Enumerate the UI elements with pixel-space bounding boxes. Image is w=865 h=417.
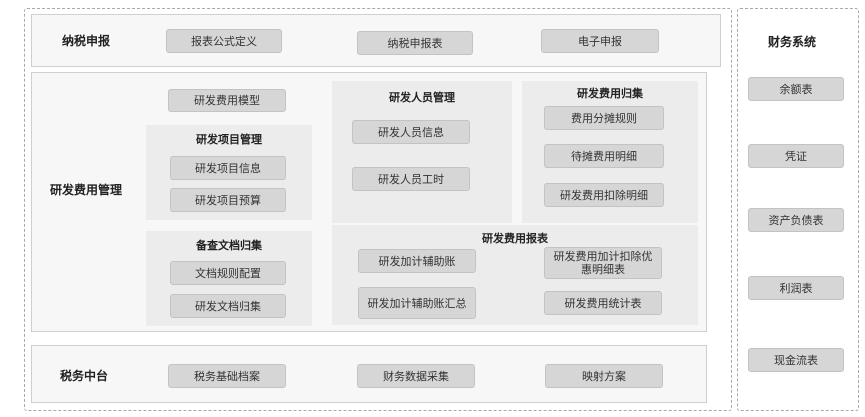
- project-mgmt-title: 研发项目管理: [196, 133, 262, 146]
- collection-panel: 研发费用归集 费用分摊规则 待摊费用明细 研发费用扣除明细: [522, 81, 698, 223]
- tax-platform-band: 税务中台 税务基础档案 财务数据采集 映射方案: [31, 345, 707, 403]
- allocation-rule-button[interactable]: 费用分摊规则: [544, 106, 664, 130]
- tax-filing-band: 纳税申报 报表公式定义 纳税申报表 电子申报: [31, 14, 721, 67]
- tax-archive-button[interactable]: 税务基础档案: [168, 364, 286, 388]
- rd-model-button[interactable]: 研发费用模型: [168, 89, 286, 112]
- tax-return-button[interactable]: 纳税申报表: [357, 31, 473, 55]
- income-statement-button[interactable]: 利润表: [748, 276, 844, 300]
- deduction-detail-button[interactable]: 研发费用扣除明细: [544, 183, 664, 207]
- finance-system-frame: [737, 8, 859, 411]
- bonus-ledger-button[interactable]: 研发加计辅助账: [358, 249, 476, 273]
- archive-panel: 备查文档归集 文档规则配置 研发文档归集: [146, 231, 312, 326]
- rd-management-band: 研发费用管理 研发费用模型 研发项目管理 研发项目信息 研发项目预算 备查文档归…: [31, 72, 707, 332]
- pending-expense-button[interactable]: 待摊费用明细: [544, 144, 664, 168]
- mapping-scheme-button[interactable]: 映射方案: [545, 364, 663, 388]
- cash-flow-button[interactable]: 现金流表: [748, 348, 844, 372]
- project-info-button[interactable]: 研发项目信息: [170, 156, 286, 180]
- balance-sheet-button[interactable]: 资产负债表: [748, 208, 844, 232]
- rd-management-label: 研发费用管理: [50, 183, 123, 197]
- rd-statistics-button[interactable]: 研发费用统计表: [544, 291, 662, 315]
- personnel-hours-button[interactable]: 研发人员工时: [352, 167, 470, 191]
- report-formula-button[interactable]: 报表公式定义: [166, 29, 282, 53]
- doc-collect-button[interactable]: 研发文档归集: [170, 294, 286, 318]
- e-filing-button[interactable]: 电子申报: [541, 29, 659, 53]
- bonus-ledger-summary-button[interactable]: 研发加计辅助账汇总: [358, 287, 476, 319]
- reports-panel: 研发费用报表 研发加计辅助账 研发费用加计扣除优惠明细表 研发加计辅助账汇总 研…: [332, 225, 698, 325]
- tax-platform-label: 税务中台: [60, 369, 109, 383]
- project-mgmt-panel: 研发项目管理 研发项目信息 研发项目预算: [146, 125, 312, 220]
- tax-filing-label: 纳税申报: [62, 34, 111, 48]
- main-frame: [24, 8, 732, 411]
- project-budget-button[interactable]: 研发项目预算: [170, 188, 286, 212]
- collection-title: 研发费用归集: [577, 87, 643, 100]
- deduction-preference-button[interactable]: 研发费用加计扣除优惠明细表: [544, 247, 662, 279]
- balance-sheet-items-button[interactable]: 余额表: [748, 77, 844, 101]
- reports-title: 研发费用报表: [482, 232, 548, 245]
- personnel-panel: 研发人员管理 研发人员信息 研发人员工时: [332, 81, 512, 223]
- finance-system-label: 财务系统: [768, 35, 817, 49]
- personnel-info-button[interactable]: 研发人员信息: [352, 120, 470, 144]
- doc-rule-button[interactable]: 文档规则配置: [170, 261, 286, 285]
- archive-title: 备查文档归集: [196, 239, 262, 252]
- finance-data-button[interactable]: 财务数据采集: [357, 364, 475, 388]
- voucher-button[interactable]: 凭证: [748, 144, 844, 168]
- personnel-title: 研发人员管理: [389, 91, 455, 104]
